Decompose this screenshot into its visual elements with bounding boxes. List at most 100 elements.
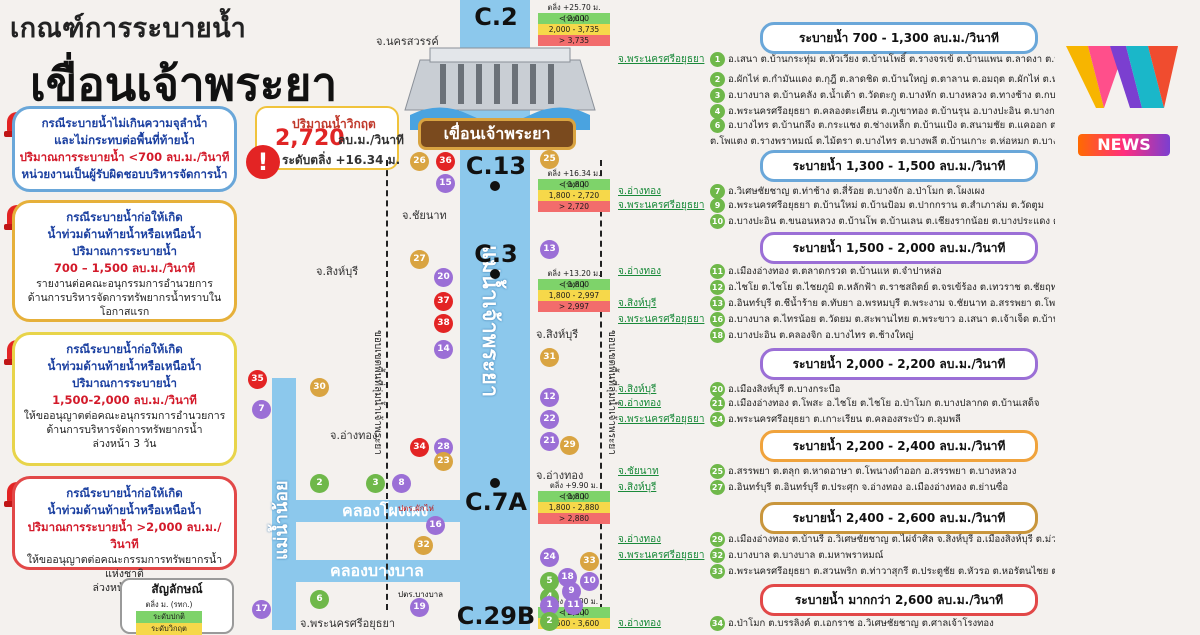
province-label: จ.พระนครศรีอยุธยา	[618, 54, 705, 65]
place-chainat: จ.ชัยนาท	[402, 209, 447, 222]
district-text: อ.เมืองอ่างทอง ต.โพสะ อ.ไชโย ต.ไชโย อ.ป่…	[728, 398, 1040, 409]
place-ayutthaya: จ.พระนครศรีอยุธยา	[300, 617, 396, 630]
area-badge: 15	[436, 174, 455, 193]
rule-3-line-3: ปริมาณการระบายน้ำ	[72, 376, 177, 390]
legend: สัญลักษณ์ ตลิ่ง ม. (รทก.) ระดับปกติ ระดั…	[120, 578, 234, 635]
place-nakhonsawan: จ.นครสวรรค์	[376, 35, 439, 48]
tier-header-4: ระบายน้ำ 2,000 - 2,200 ลบ.ม./วินาที	[760, 348, 1038, 380]
tier-header-5: ระบายน้ำ 2,200 - 2,400 ลบ.ม./วินาที	[760, 430, 1038, 462]
station-c2: C.2	[474, 3, 518, 31]
critical-title: ปริมาณน้ำวิกฤต	[292, 117, 376, 131]
canal-2	[296, 560, 460, 582]
legend-watch: ระดับวิกฤต	[136, 623, 202, 635]
place-angthong-2: จ.อ่างทอง	[536, 469, 584, 482]
warning-icon: !	[246, 145, 280, 179]
province-label: จ.สิงห์บุรี	[618, 384, 657, 395]
area-badge: 33	[580, 552, 599, 571]
district-text: อ.อินทร์บุรี ต.ชีน้ำร้าย ต.ทับยา อ.พรหมบ…	[728, 298, 1055, 309]
title-line-1: เกณฑ์การระบายน้ำ	[10, 13, 247, 44]
tier-header-6: ระบายน้ำ 2,400 - 2,600 ลบ.ม./วินาที	[760, 502, 1038, 534]
station-c2-bank: ตลิ่ง +25.70 ม. (รทก.)	[547, 3, 601, 23]
area-badge: 23	[434, 452, 453, 471]
district-text: อ.พระนครศรีอยุธยา ต.เกาะเรียน ต.คลองสระบ…	[728, 414, 961, 425]
place-singburi: จ.สิงห์บุรี	[316, 265, 359, 278]
rule-2-line-5: รายงานต่อคณะอนุกรรมการอำนวยการ	[36, 278, 213, 290]
legend-unit: ตลิ่ง ม. (รทก.)	[145, 600, 193, 609]
critical-panel	[255, 106, 399, 170]
rule-box-3: กรณีระบายน้ำก่อให้เกิด น้ำท่วมด้านท้ายน้…	[12, 332, 237, 466]
district-number: 18	[710, 328, 725, 343]
rule-3-line-4: 1,500-2,000 ลบ.ม./วินาที	[52, 393, 197, 407]
area-badge: 24	[540, 548, 559, 567]
rule-4-line-3: ปริมาณการระบายน้ำ >2,000 ลบ.ม./วินาที	[27, 520, 222, 551]
district-number: 25	[710, 464, 725, 479]
district-text: อ.บางบาล ต.บ้านคลัง ต.น้ำเต้า ต.วัดตะกู …	[728, 90, 1055, 101]
station-c13-levels: ตลิ่ง +16.34 ม. (รทก.) < 1,800 1,800 - 2…	[538, 168, 610, 212]
district-number: 9	[710, 198, 725, 213]
district-text: อ.บางบาล ต.บางบาล ต.มหาพราหมณ์	[728, 550, 884, 561]
province-label: จ.พระนครศรีอยุธยา	[618, 550, 705, 561]
area-badge: 17	[252, 600, 271, 619]
district-text: อ.ป่าโมก ต.บรรลิงค์ ต.เอกราช อ.วิเศษชัยช…	[728, 618, 994, 629]
left-river-label: แม่น้ำน้อย	[271, 480, 292, 560]
gate-phakhai: ปตร.ผักไห่	[398, 504, 434, 513]
basin-boundary-right: ขอบเขตพื้นที่ลุ่มน้ำเจ้าพระยา	[606, 330, 617, 455]
area-badge: 21	[540, 432, 559, 451]
province-label: จ.พระนครศรีอยุธยา	[618, 200, 705, 211]
district-number: 24	[710, 412, 725, 427]
province-label: จ.ชัยนาท	[618, 466, 659, 477]
station-c7a: C.7A	[464, 488, 527, 516]
area-badge: 22	[540, 410, 559, 429]
canal-1-label: คลองโผงเผง	[342, 501, 429, 520]
district-text: อ.บางไทร ต.บ้านกลึง ต.กระแชง ต.ช่างเหล็ก…	[728, 120, 1055, 131]
station-c13-watch: 1,800 - 2,720	[538, 190, 610, 201]
area-badge: 13	[540, 240, 559, 259]
district-text: อ.อินทร์บุรี ต.อินทร์บุรี ต.ประศุก จ.อ่า…	[728, 482, 1009, 493]
district-number: 16	[710, 312, 725, 327]
district-text: อ.พระนครศรีอยุธยา ต.คลองตะเคียน ต.ภูเขาท…	[728, 106, 1055, 117]
station-c7a-levels: ตลิ่ง +9.90 ม. (รทก.) < 1,800 1,800 - 2,…	[538, 480, 610, 524]
rule-1-line-4: หน่วยงานเป็นผู้รับผิดชอบบริหารจัดการน้ำ	[21, 167, 228, 181]
area-badge: 26	[410, 152, 429, 171]
rule-4-line-2: น้ำท่วมด้านท้ายน้ำหรือเหนือน้ำ	[47, 503, 202, 517]
district-number: 2	[710, 72, 725, 87]
boundary-line-right	[600, 160, 602, 610]
station-c3-levels: ตลิ่ง +13.20 ม. (รทก.) < 1,800 1,800 - 2…	[538, 268, 610, 312]
station-c13-bank: ตลิ่ง +16.34 ม. (รทก.)	[547, 169, 601, 189]
district-text: อ.ผักไห่ ต.กำมันแดง ต.กุฎี ต.ลาดชิด ต.บ้…	[728, 74, 1055, 85]
rule-1-line-2: และไม่กระทบต่อพื้นที่ท้ายน้ำ	[54, 133, 195, 147]
district-number: 27	[710, 480, 725, 495]
area-badge: 29	[560, 436, 579, 455]
rule-box-1: กรณีระบายน้ำไม่เกินความจุลำน้ำ และไม่กระ…	[12, 106, 237, 192]
province-label: จ.อ่างทอง	[618, 534, 662, 545]
district-text: อ.เมืองอ่างทอง ต.ตลาดกรวด ต.บ้านแห ต.จำป…	[728, 266, 942, 277]
district-row: ต.โพแตง ต.รางพราหมณ์ ต.ไม้ตรา ต.บางไทร ต…	[710, 134, 1055, 149]
station-c13-dot	[490, 181, 500, 191]
area-badge: 16	[426, 516, 445, 535]
district-number: 11	[710, 264, 725, 279]
area-badge: 2	[540, 612, 559, 631]
station-c3-bank: ตลิ่ง +13.20 ม. (รทก.)	[547, 269, 601, 289]
area-badge: 30	[310, 378, 329, 397]
boundary-line-left	[386, 160, 388, 610]
area-badge: 35	[248, 370, 267, 389]
canal-2-label: คลองบางบาล	[330, 561, 424, 580]
station-c7a-dot	[490, 478, 500, 488]
province-label: จ.อ่างทอง	[618, 618, 662, 629]
legend-normal: ระดับปกติ	[136, 611, 202, 623]
rule-3-line-5: ให้ขออนุญาตต่อคณะอนุกรรมการอำนวยการ	[23, 410, 226, 422]
area-badge: 32	[414, 536, 433, 555]
area-badge: 3	[366, 474, 385, 493]
rule-3-line-2: น้ำท่วมด้านท้ายน้ำหรือเหนือน้ำ	[47, 359, 202, 373]
